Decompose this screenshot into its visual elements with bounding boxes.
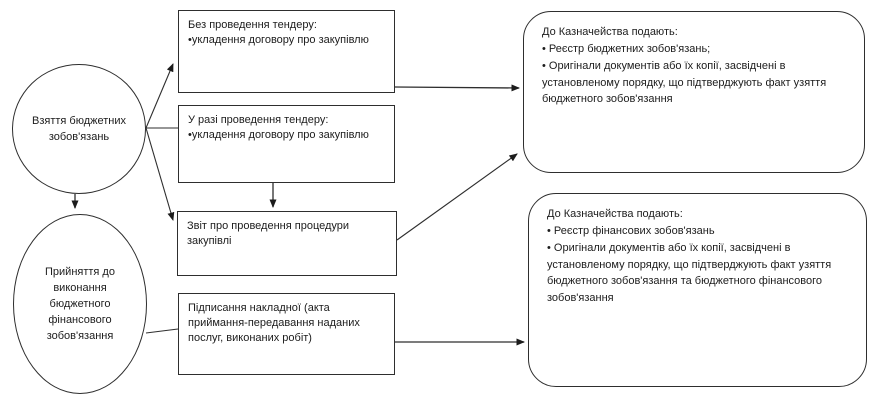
process-box-no-tender-title: Без проведення тендеру: (188, 19, 317, 31)
result-box-treasury-financial-bullet-2: • Оригінали документів або їх копії, зас… (547, 242, 832, 304)
process-box-with-tender-title: У разі проведення тендеру: (188, 114, 329, 126)
result-box-treasury-budget-bullet-2: • Оригінали документів або їх копії, зас… (542, 60, 827, 105)
result-box-treasury-budget: До Казначейства подають: • Реєстр бюджет… (523, 11, 865, 173)
process-box-no-tender-bullet: •укладення договору про закупівлю (188, 34, 369, 46)
ellipse-accept-financial-commitment: Прийняття до виконання бюджетного фінанс… (13, 214, 147, 394)
result-box-treasury-financial-bullet-1: • Реєстр фінансових зобов'язань (547, 225, 715, 237)
process-box-signing-invoice: Підписання накладної (акта приймання-пер… (178, 293, 395, 375)
result-box-treasury-financial: До Казначейства подають: • Реєстр фінанс… (528, 193, 867, 387)
process-box-no-tender: Без проведення тендеру: •укладення догов… (178, 10, 395, 93)
result-box-treasury-financial-title: До Казначейства подають: (547, 208, 683, 220)
arrow-no-tender-to-treasury1 (394, 84, 520, 92)
result-box-treasury-budget-bullet-1: • Реєстр бюджетних зобов'язань; (542, 43, 711, 55)
process-box-signing-invoice-label: Підписання накладної (акта приймання-пер… (188, 302, 360, 344)
arrow-take-to-report (145, 127, 175, 221)
process-box-with-tender: У разі проведення тендеру: •укладення до… (178, 105, 395, 183)
result-box-treasury-budget-title: До Казначейства подають: (542, 26, 678, 38)
ellipse-accept-financial-commitment-label: Прийняття до виконання бюджетного фінанс… (45, 266, 115, 342)
arrow-take-to-no-tender (145, 63, 174, 129)
ellipse-take-budget-commitment: Взяття бюджетних зобов'язань (12, 64, 146, 194)
process-box-procurement-report-label: Звіт про проведення процедури закупівлі (187, 220, 350, 247)
arrow-report-to-treasury1 (396, 153, 518, 241)
process-box-procurement-report: Звіт про проведення процедури закупівлі (177, 211, 397, 276)
line-accept-to-signing (145, 328, 179, 334)
process-box-with-tender-bullet: •укладення договору про закупівлю (188, 129, 369, 141)
ellipse-take-budget-commitment-label: Взяття бюджетних зобов'язань (31, 115, 127, 143)
